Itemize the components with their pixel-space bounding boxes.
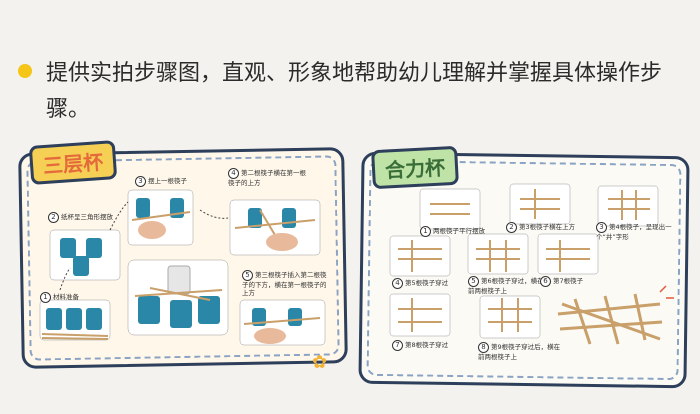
center-stack-image	[127, 259, 229, 336]
bullet-dot-icon	[18, 64, 32, 78]
flower-decoration-icon: ✿	[312, 352, 328, 373]
one-chopstick-image	[127, 189, 194, 246]
sparkle-decoration-icon	[659, 285, 674, 299]
right-panel-illustration	[389, 183, 674, 345]
materials-image	[39, 299, 111, 341]
left-panel-illustration	[39, 189, 326, 346]
bullet-text: 提供实拍步骤图，直观、形象地帮助幼儿理解并掌握具体操作步骤。	[46, 61, 663, 122]
final-structure-image	[557, 293, 663, 345]
right-step-images	[389, 183, 659, 339]
two-chopsticks-image	[229, 199, 321, 256]
right-chopstick-drawings	[398, 189, 650, 332]
triangle-cups-image	[49, 229, 121, 281]
three-chopsticks-image	[239, 299, 326, 346]
